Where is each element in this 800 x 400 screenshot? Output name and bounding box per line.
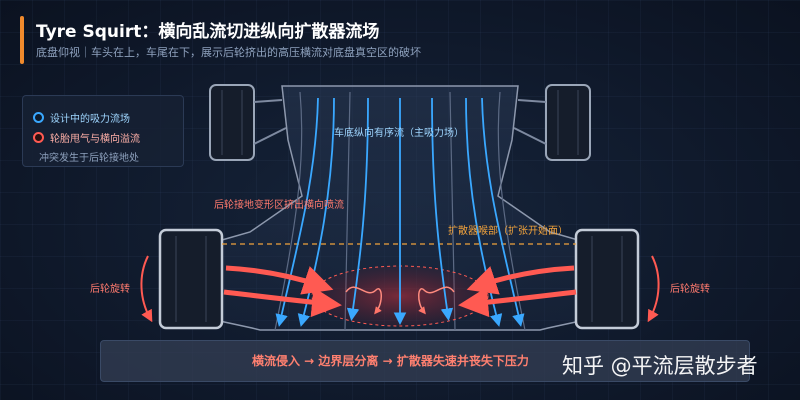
rotation-arcs: [140, 255, 660, 323]
rear-right-wheel: [574, 228, 640, 330]
consequence-bar: [100, 340, 750, 382]
front-right-wheel: [545, 84, 591, 161]
legend-label-suction: 设计中的吸力流场: [50, 114, 130, 125]
red-dot-icon: [33, 132, 44, 143]
front-left-wheel: [209, 84, 255, 161]
legend-note: 冲突发生于后轮接地处: [39, 153, 139, 164]
longitudinal-flow-lines: [275, 97, 525, 327]
lateral-flow-arrows: [223, 265, 577, 318]
title-accent-bar: [20, 16, 24, 64]
legend-item-suction: 设计中的吸力流场: [33, 110, 130, 125]
vortex-swirls: [345, 286, 455, 315]
legend-box: 设计中的吸力流场 轮胎甩气与横向溢流 冲突发生于后轮接地处: [22, 95, 184, 167]
main-flow-label: 车底纵向有序流（主吸力场）: [334, 128, 464, 139]
blue-dot-icon: [33, 112, 44, 123]
rear-left-wheel: [158, 228, 224, 330]
consequence-text: 横流侵入 → 边界层分离 → 扩散器失速并丧失下压力: [252, 354, 529, 368]
page-subtitle: 底盘仰视｜车头在上，车尾在下，展示后轮挤出的高压横流对底盘真空区的破坏: [36, 46, 421, 59]
rotation-label-left: 后轮旋转: [90, 284, 130, 295]
legend-label-tyre: 轮胎甩气与横向溢流: [50, 134, 140, 145]
legend-item-tyre: 轮胎甩气与横向溢流: [33, 130, 140, 145]
page-title: Tyre Squirt：横向乱流切进纵向扩散器流场: [36, 22, 380, 42]
rotation-label-right: 后轮旋转: [670, 284, 710, 295]
watermark: 知乎 @平流层散步者: [562, 354, 758, 378]
squeeze-label: 后轮接地变形区挤出横向喷流: [214, 200, 344, 211]
throat-label: 扩散器喉部（扩张开始面）: [448, 226, 568, 237]
front-suspension-arms: [253, 99, 547, 145]
